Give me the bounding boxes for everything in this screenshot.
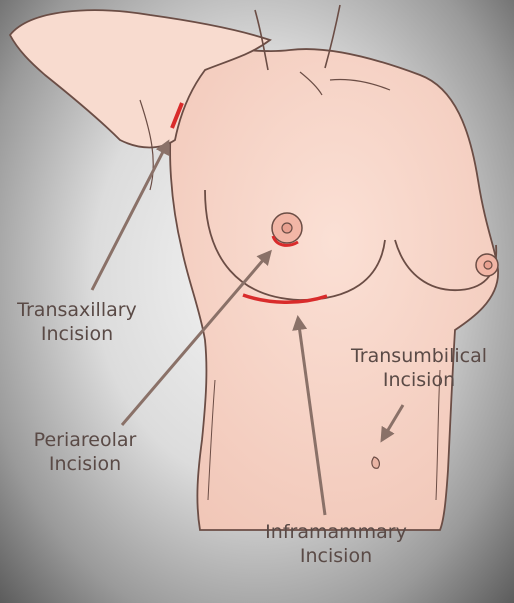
transaxillary-arrow	[92, 142, 168, 290]
periareolar-label-line1: Periareolar	[30, 428, 140, 452]
periareolar-label-line2: Incision	[30, 452, 140, 476]
transumbilical-label-line1: Transumbilical	[328, 344, 510, 368]
periareolar-label: Periareolar Incision	[30, 428, 140, 476]
transaxillary-label-line2: Incision	[12, 322, 142, 346]
inframammary-label-line2: Incision	[238, 544, 434, 568]
transaxillary-label-line1: Transaxillary	[12, 298, 142, 322]
left-nipple	[282, 223, 292, 233]
transumbilical-label: Transumbilical Incision	[328, 344, 510, 392]
transaxillary-label: Transaxillary Incision	[12, 298, 142, 346]
transumbilical-label-line2: Incision	[328, 368, 510, 392]
inframammary-label-line1: Inframammary	[238, 520, 434, 544]
right-nipple	[484, 261, 492, 269]
inframammary-label: Inframammary Incision	[238, 520, 434, 568]
